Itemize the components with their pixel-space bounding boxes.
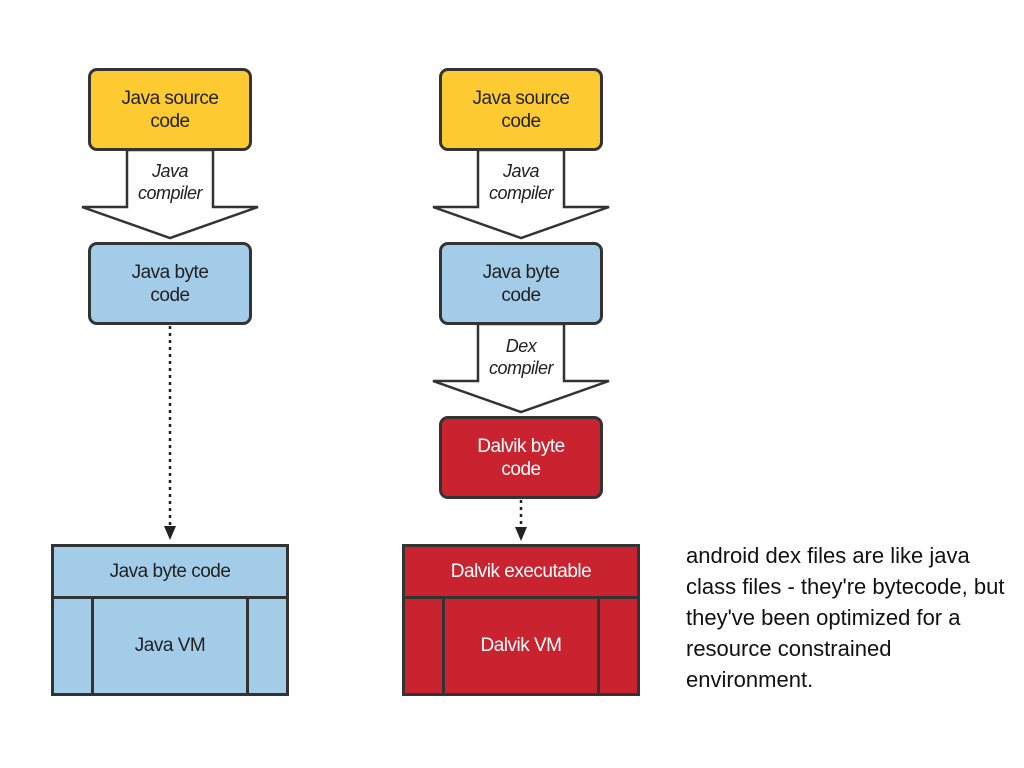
- dalvik-vm-label: Dalvik VM: [480, 635, 562, 656]
- left-dotted-arrowhead: [164, 526, 176, 540]
- explanation-caption: android dex files are like java class fi…: [686, 543, 1005, 692]
- right-java-compiler-label: Java compiler: [488, 161, 554, 203]
- right-java-bytecode-box: Java byte code: [439, 242, 603, 325]
- java-vm-left-pillar: [54, 599, 94, 693]
- dalvik-vm-right-pillar: [597, 599, 637, 693]
- right-java-source-box: Java source code: [439, 68, 603, 151]
- right-compiler-arrow: [432, 148, 610, 240]
- java-vm-label: Java VM: [134, 635, 206, 656]
- dalvik-vm-header: Dalvik executable: [405, 547, 637, 599]
- dalvik-bytecode-box: Dalvik byte code: [439, 416, 603, 499]
- right-dex-compiler-label: Dex compiler: [488, 336, 554, 378]
- dalvik-vm-left-pillar: [405, 599, 445, 693]
- java-vm-right-pillar: [246, 599, 286, 693]
- dalvik-vm-block: Dalvik executable Dalvik VM: [402, 544, 640, 696]
- left-java-compiler-label: Java compiler: [137, 161, 203, 203]
- java-vm-header: Java byte code: [54, 547, 286, 599]
- left-compiler-arrow: [81, 148, 259, 240]
- left-java-source-box: Java source code: [88, 68, 252, 151]
- right-dotted-arrowhead: [515, 527, 527, 541]
- java-vm-block: Java byte code Java VM: [51, 544, 289, 696]
- right-dex-arrow: [432, 322, 610, 414]
- left-java-bytecode-box: Java byte code: [88, 242, 252, 325]
